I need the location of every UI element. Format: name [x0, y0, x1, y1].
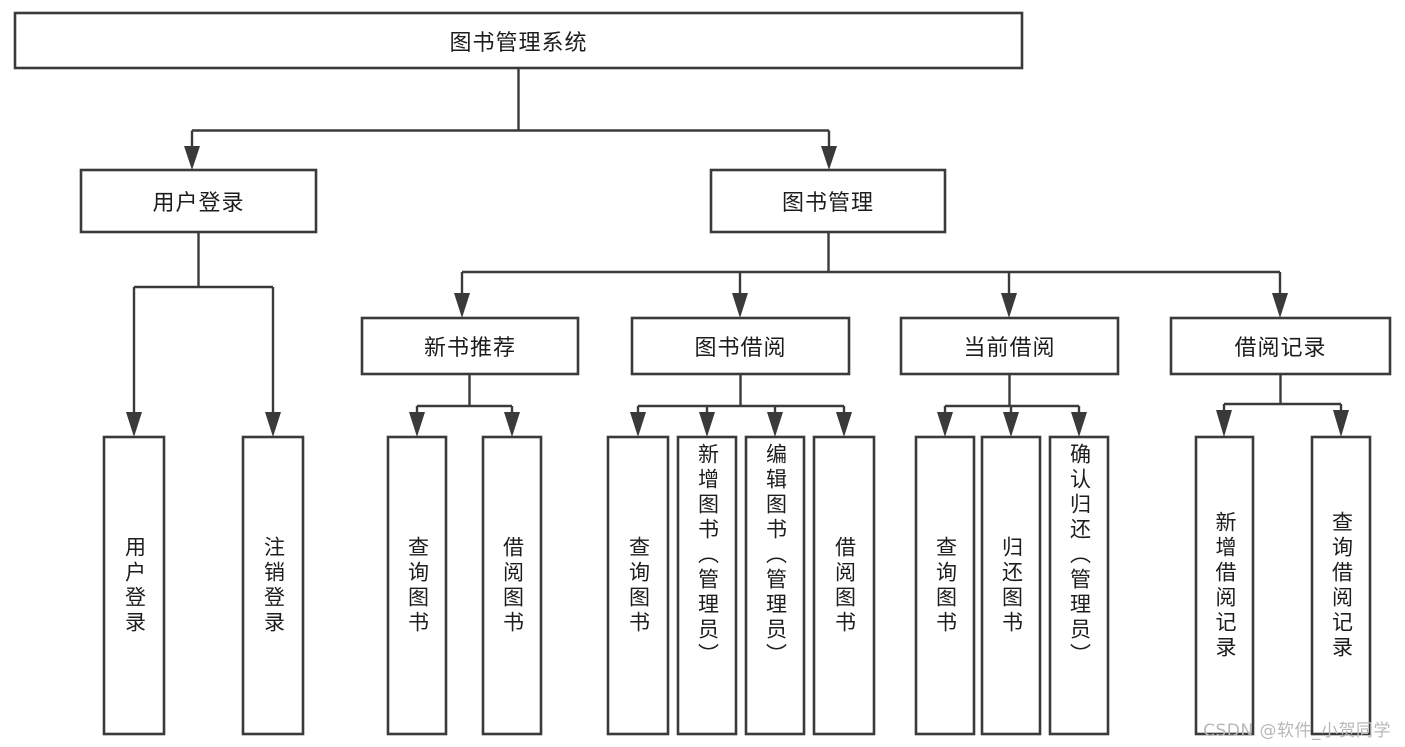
node-box-leaf-query-books-borrow[interactable]	[606, 435, 670, 736]
arrow-to-new-book-recommend	[454, 293, 470, 318]
node-box-leaf-logout-login[interactable]	[241, 435, 305, 736]
node-box-user-login[interactable]	[79, 168, 318, 234]
arrow-to-leaf-borrow-book	[836, 412, 852, 437]
node-box-leaf-borrow-book[interactable]	[812, 435, 876, 736]
arrow-to-book-management	[821, 146, 837, 170]
arrow-to-leaf-user-login	[126, 412, 142, 437]
arrow-to-book-borrow	[732, 293, 748, 318]
arrow-to-leaf-add-book-admin	[699, 412, 715, 437]
arrow-to-user-login	[184, 146, 200, 170]
arrow-to-leaf-query-books-recommend	[409, 412, 425, 437]
connectors-group	[126, 68, 1349, 437]
arrow-to-leaf-borrow-books-recommend	[504, 412, 520, 437]
node-box-leaf-query-borrow-record[interactable]	[1310, 435, 1372, 736]
node-box-leaf-edit-book-admin[interactable]	[744, 435, 806, 736]
node-box-new-book-recommend[interactable]	[360, 316, 580, 376]
arrow-to-borrow-record	[1272, 293, 1288, 318]
arrow-to-leaf-query-borrow-record	[1333, 410, 1349, 437]
node-box-borrow-record[interactable]	[1169, 316, 1392, 376]
node-box-leaf-add-borrow-record[interactable]	[1194, 435, 1255, 736]
node-box-leaf-user-login[interactable]	[102, 435, 166, 736]
node-box-book-borrow[interactable]	[630, 316, 851, 376]
node-box-leaf-borrow-books-recommend[interactable]	[481, 435, 543, 736]
arrow-to-leaf-confirm-return-admin	[1071, 412, 1087, 437]
node-box-title[interactable]	[13, 11, 1024, 70]
arrow-to-leaf-query-books-borrow	[630, 412, 646, 437]
node-box-leaf-return-book[interactable]	[980, 435, 1042, 736]
boxes-group	[13, 11, 1392, 736]
arrow-to-leaf-query-books-current	[937, 412, 953, 437]
node-box-leaf-confirm-return-admin[interactable]	[1048, 435, 1110, 736]
arrow-to-leaf-logout-login	[265, 412, 281, 437]
node-box-leaf-add-book-admin[interactable]	[676, 435, 738, 736]
node-box-leaf-query-books-recommend[interactable]	[386, 435, 448, 736]
arrow-to-leaf-edit-book-admin	[767, 412, 783, 437]
arrow-to-leaf-return-book	[1003, 412, 1019, 437]
node-box-current-borrow[interactable]	[899, 316, 1120, 376]
node-box-leaf-query-books-current[interactable]	[914, 435, 976, 736]
arrow-to-current-borrow	[1001, 293, 1017, 318]
node-box-book-management[interactable]	[709, 168, 947, 234]
arrow-to-leaf-add-borrow-record	[1216, 410, 1232, 437]
